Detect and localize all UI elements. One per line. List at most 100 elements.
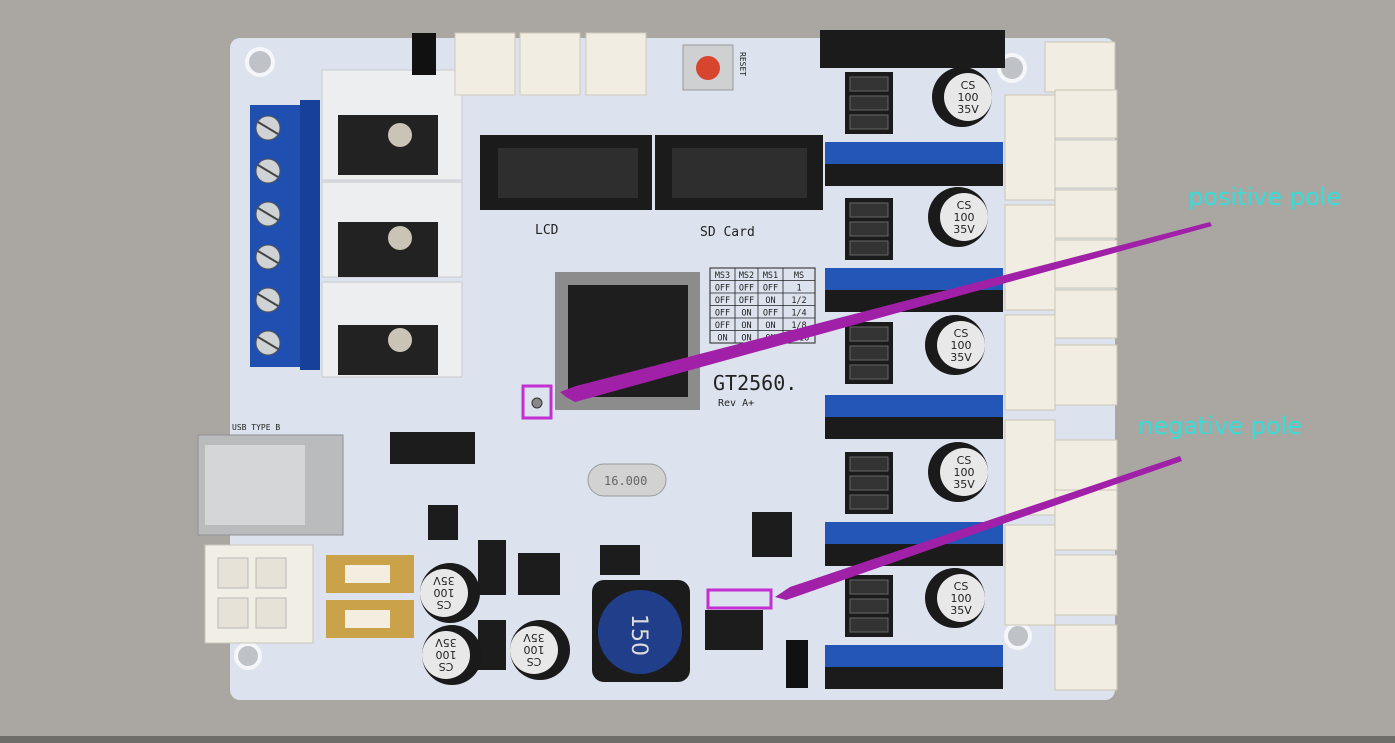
sd-card-header: SD Card <box>655 135 823 240</box>
jst-connector <box>1004 419 1056 516</box>
jumper-cap <box>849 95 889 111</box>
ic3-chip <box>390 432 475 464</box>
positive-pole-label: positive pole <box>1188 183 1341 211</box>
screw-terminal-block <box>250 100 320 370</box>
jst-connector <box>1004 204 1056 311</box>
screw-slot <box>257 293 279 307</box>
jumper-cap <box>849 598 889 614</box>
table-cell: OFF <box>715 309 730 319</box>
positive-pole-marker <box>521 384 553 420</box>
capacitor-label: CS <box>954 327 969 340</box>
table-cell: ON <box>741 334 751 344</box>
jumper-header <box>786 640 808 688</box>
screw-slot <box>257 250 279 264</box>
jst-connector <box>1044 41 1116 93</box>
board-name: GT2560. <box>713 371 797 395</box>
capacitor-label: 35V <box>953 478 975 491</box>
jst-connector <box>1054 89 1118 139</box>
table-cell: OFF <box>739 296 754 306</box>
capacitor-label: 35V <box>433 574 455 587</box>
regulator-chip <box>428 505 458 540</box>
bottom-edge <box>0 736 1395 743</box>
positive-pole-annotation: positive pole <box>521 183 1341 420</box>
capacitor-label: 100 <box>436 648 457 661</box>
table-cell: ON <box>741 321 751 331</box>
capacitor-label: CS <box>961 79 976 92</box>
jst-connector <box>1004 94 1056 201</box>
reset-button: RESET <box>682 44 747 91</box>
negative-pole-annotation: negative pole <box>706 412 1302 610</box>
header-blue <box>825 395 1003 417</box>
table-cell: ON <box>717 334 727 344</box>
header-blue <box>825 268 1003 290</box>
jumper-cap <box>849 326 889 342</box>
capacitor-top <box>944 73 992 121</box>
capacitor-top <box>940 193 988 241</box>
table-header-cell: MS1 <box>763 271 778 281</box>
table-cell: 1/8 <box>791 321 806 331</box>
jumper-cap <box>849 240 889 256</box>
capacitor-label: CS <box>439 660 454 673</box>
jumper-cap <box>849 345 889 361</box>
mosfet-chip <box>705 610 763 650</box>
table-cell: ON <box>765 321 775 331</box>
crystal-label: 16.000 <box>604 474 647 488</box>
jumper-cap <box>849 579 889 595</box>
table-header-cell: MS3 <box>715 271 730 281</box>
header-blue <box>825 142 1003 164</box>
capacitor-label: CS <box>957 454 972 467</box>
driver-chip <box>518 553 560 595</box>
board-revision: Rev A+ <box>718 398 754 409</box>
capacitor-label: CS <box>437 598 452 611</box>
lcd-label: LCD <box>535 223 559 238</box>
capacitor-label: 35V <box>953 223 975 236</box>
header-black <box>825 164 1003 186</box>
table-cell: 1/2 <box>791 296 806 306</box>
table-cell: 1 <box>796 284 801 294</box>
table-header-cell: MS <box>794 271 804 281</box>
capacitor-label: 100 <box>958 91 979 104</box>
screw-slot <box>257 207 279 221</box>
header-black <box>825 417 1003 439</box>
table-cell: OFF <box>739 284 754 294</box>
capacitor-label: 35V <box>950 604 972 617</box>
jumper-cap <box>849 114 889 130</box>
capacitor-label: 100 <box>954 211 975 224</box>
negative-pole-marker <box>706 588 773 610</box>
screw-slot <box>257 121 279 135</box>
fuses <box>326 555 414 638</box>
capacitor-top <box>937 321 985 369</box>
capacitor-top <box>510 626 558 674</box>
diode <box>478 620 506 670</box>
jumper-cap <box>849 221 889 237</box>
jumper-cap <box>849 76 889 92</box>
capacitor-label: CS <box>954 580 969 593</box>
capacitor-label: 100 <box>524 643 545 656</box>
right-connectors <box>1004 41 1118 691</box>
jst-connector <box>1054 289 1118 339</box>
power-connector <box>204 544 314 644</box>
jst-connector <box>1054 344 1118 406</box>
capacitor-label: 100 <box>434 586 455 599</box>
jst-connector <box>1054 139 1118 189</box>
table-cell: ON <box>765 296 775 306</box>
inductor: 150 <box>592 580 690 682</box>
jumper-cap <box>849 617 889 633</box>
table-cell: OFF <box>715 284 730 294</box>
ldo-chip <box>752 512 792 557</box>
positive-pole-arrow <box>560 222 1212 402</box>
lcd-header: LCD <box>480 135 652 238</box>
top-connectors <box>412 32 647 96</box>
capacitor-label: 100 <box>954 466 975 479</box>
screw-slot <box>257 164 279 178</box>
table-header-cell: MS2 <box>739 271 754 281</box>
capacitor-label: 35V <box>523 631 545 644</box>
header-blue <box>825 645 1003 667</box>
